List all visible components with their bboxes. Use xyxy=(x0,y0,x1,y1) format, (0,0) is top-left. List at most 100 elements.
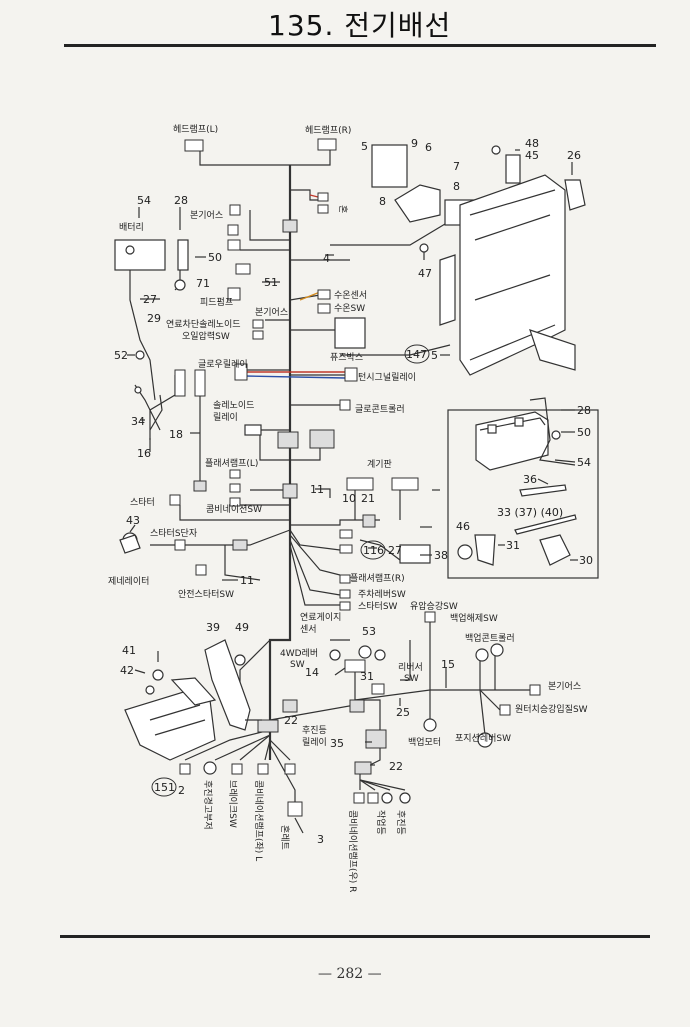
callout-14: 14 xyxy=(305,666,319,679)
label-water-temp-sensor: 수온센서 xyxy=(334,290,367,301)
label-glow-relay: 글로우릴레이 xyxy=(198,359,248,370)
callout-22b: 22 xyxy=(389,760,403,773)
label-remote-lift-sw: 원터치승강입질SW xyxy=(515,703,588,715)
circled-callouts: 147 116 151 xyxy=(151,344,430,797)
callout-11a: 11 xyxy=(310,483,324,496)
label-flasher-lamp-r: 플래셔램프(R) xyxy=(350,572,405,584)
callout-28b: 28 xyxy=(577,404,591,417)
label-horn: 혼 xyxy=(337,205,349,213)
label-4wd-lever-sw-1: 4WD레버 xyxy=(280,648,318,659)
label-generator: 제네레이터 xyxy=(108,576,149,587)
callout-3: 3 xyxy=(317,833,324,846)
callout-18: 18 xyxy=(169,428,183,441)
components xyxy=(114,138,599,817)
callout-54b: 54 xyxy=(577,456,591,469)
callout-5a: 5 xyxy=(361,140,368,153)
callout-22a: 22 xyxy=(284,714,298,727)
callout-21: 21 xyxy=(361,492,375,505)
page-title: 135. 전기배선 xyxy=(268,9,452,42)
label-combi-lamp-r: 콤비네이션램프(우) R xyxy=(347,810,359,892)
callout-27b: 27 xyxy=(388,544,402,557)
label-position-sw: 포지션레버SW xyxy=(455,733,511,744)
callout-9: 9 xyxy=(411,137,418,150)
callout-51: 51 xyxy=(264,276,278,289)
label-rear-warning-buzzer: 후진경고부저 xyxy=(202,780,214,830)
label-headlamp-r: 헤드램프(R) xyxy=(305,124,351,136)
label-water-temp-sw: 수온SW xyxy=(334,303,365,314)
callout-4: 4 xyxy=(323,252,330,265)
callout-31b: 31 xyxy=(360,670,374,683)
callout-25: 25 xyxy=(396,706,410,719)
label-4wd-lever-sw-2: SW xyxy=(290,660,305,670)
callout-numbers: 5 9 6 7 8 8 48 45 26 4 47 54 28 50 71 51… xyxy=(114,137,593,846)
callout-50a: 50 xyxy=(208,251,222,264)
label-solenoid-relay-2: 릴레이 xyxy=(213,412,238,423)
label-starter: 스타터 xyxy=(130,497,155,508)
callout-28a: 28 xyxy=(174,194,188,207)
label-fuel-gauge-sensor-2: 센서 xyxy=(300,624,317,635)
callout-6: 6 xyxy=(425,141,432,154)
label-oil-pressure-sw: 오일압력SW xyxy=(182,330,230,342)
footer-divider xyxy=(60,935,650,938)
callout-31a: 31 xyxy=(506,539,520,552)
label-brake-sw: 브레이크SW xyxy=(227,780,238,828)
callout-46: 46 xyxy=(456,520,470,533)
callout-34: 34 xyxy=(131,415,145,428)
label-horn-bottom: 혼레트 xyxy=(279,825,291,850)
callout-35: 35 xyxy=(330,737,344,750)
label-parking-lever-sw: 주차레버SW xyxy=(358,588,406,600)
label-turn-signal-relay: 턴시그널릴레이 xyxy=(358,372,416,383)
label-rear-light: 후진등 xyxy=(395,810,406,835)
component-labels: 헤드램프(L) 헤드램프(R) 혼 본기어스 배터리 피드펌프 본기어스 수온센… xyxy=(108,123,588,892)
callout-147: 147 xyxy=(406,348,427,361)
callout-71: 71 xyxy=(196,277,210,290)
callout-48: 48 xyxy=(525,137,539,150)
label-backup-release-sw: 백업해제SW xyxy=(450,613,498,624)
callout-2: 2 xyxy=(178,784,185,797)
label-reverser-sw-2: SW xyxy=(404,674,419,684)
callout-42: 42 xyxy=(120,664,134,677)
callout-16: 16 xyxy=(137,447,151,460)
callout-47: 47 xyxy=(418,267,432,280)
callout-spec-33: 33 (37) (40) xyxy=(497,506,563,519)
callout-11b: 11 xyxy=(240,574,254,587)
callout-15: 15 xyxy=(441,658,455,671)
label-backup-controller: 백업콘트롤러 xyxy=(465,633,515,644)
callout-8b: 8 xyxy=(379,195,386,208)
main-harness xyxy=(129,150,530,810)
label-combi-lamp-l: 콤비네이션램프(좌) L xyxy=(253,780,265,861)
callout-52: 52 xyxy=(114,349,128,362)
label-rear-light-relay-1: 후진등 xyxy=(302,725,327,736)
label-main-harness-top: 본기어스 xyxy=(190,210,223,221)
header-divider xyxy=(64,44,656,47)
callout-38: 38 xyxy=(434,549,448,562)
label-solenoid-relay-1: 솔레노이드 xyxy=(213,400,254,411)
label-glow-controller: 글로콘트롤러 xyxy=(355,404,405,415)
callout-29: 29 xyxy=(147,312,161,325)
label-fuse-box: 퓨즈박스 xyxy=(330,352,363,363)
callout-151: 151 xyxy=(154,781,175,794)
callout-7: 7 xyxy=(453,160,460,173)
callout-39: 39 xyxy=(206,621,220,634)
callout-43: 43 xyxy=(126,514,140,527)
callout-49: 49 xyxy=(235,621,249,634)
callout-50b: 50 xyxy=(577,426,591,439)
label-safety-starter-sw: 안전스타터SW xyxy=(178,589,234,600)
label-battery: 배터리 xyxy=(119,222,144,233)
label-feed-pump: 피드펌프 xyxy=(200,296,233,308)
label-starter-sw: 스타터SW xyxy=(358,601,398,612)
label-gauge: 계기판 xyxy=(367,458,392,470)
label-fuel-gauge-sensor-1: 연료게이지 xyxy=(300,612,341,623)
label-hydraulic-lift-sw: 유압승강SW xyxy=(410,600,458,612)
callout-116: 116 xyxy=(363,544,384,557)
label-starter-s-terminal: 스타터S단자 xyxy=(150,528,198,539)
callout-41: 41 xyxy=(122,644,136,657)
label-fuel-cut-solenoid: 연료차단솔레노이드 xyxy=(166,318,241,330)
callout-26: 26 xyxy=(567,149,581,162)
label-rear-light-relay-2: 릴레이 xyxy=(302,737,327,748)
label-headlamp-l: 헤드램프(L) xyxy=(173,123,218,135)
label-main-harness-right: 본기어스 xyxy=(548,681,581,692)
callout-27: 27 xyxy=(143,293,157,306)
callout-54a: 54 xyxy=(137,194,151,207)
